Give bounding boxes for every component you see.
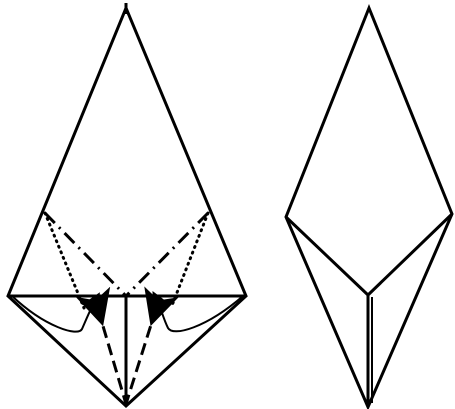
left-dashed-fold-right	[126, 309, 156, 404]
left-dotted-valley-right	[171, 213, 208, 308]
left-dotted-valley-left	[45, 213, 84, 308]
left-dashed-fold-left	[98, 309, 126, 404]
right-inner-crease-left	[286, 217, 368, 295]
left-mountain-fold-right	[126, 213, 208, 296]
left-mountain-fold-left	[45, 213, 126, 296]
left-curved-arrow-right	[157, 296, 243, 331]
right-inner-crease-right	[368, 214, 452, 295]
right-fold-figure	[286, 8, 452, 407]
left-fold-figure	[8, 3, 246, 406]
